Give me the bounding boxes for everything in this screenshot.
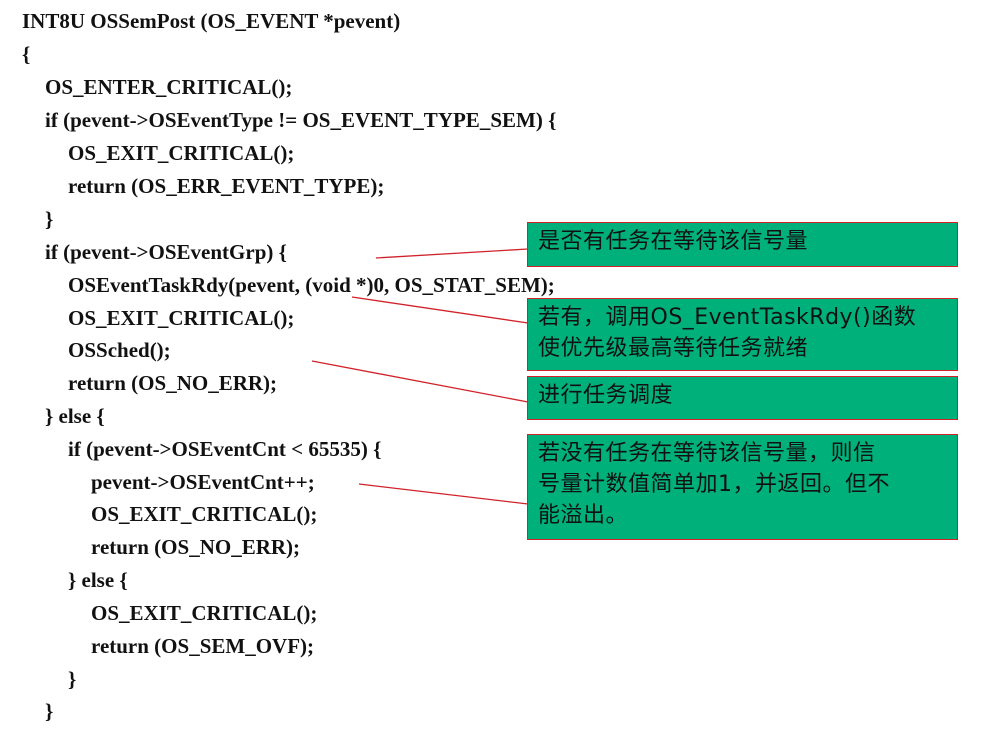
code-line: pevent->OSEventCnt++; — [91, 470, 315, 494]
callout-text-line: 若有，调用OS_EventTaskRdy()函数 — [538, 305, 917, 330]
code-line: OS_EXIT_CRITICAL(); — [91, 502, 318, 526]
code-line: } else { — [68, 568, 128, 592]
callout-increment: 若没有任务在等待该信号量，则信 号量计数值简单加1，并返回。但不 能溢出。 — [527, 434, 958, 540]
code-line: OS_ENTER_CRITICAL(); — [45, 75, 293, 99]
code-line: return (OS_ERR_EVENT_TYPE); — [68, 174, 385, 198]
code-line: OSSched(); — [68, 338, 171, 362]
code-line: } else { — [45, 404, 105, 428]
callout-text: 是否有任务在等待该信号量 — [538, 229, 809, 254]
code-line: } — [68, 667, 77, 691]
code-line: return (OS_SEM_OVF); — [91, 634, 315, 658]
code-line: return (OS_NO_ERR); — [91, 535, 301, 559]
code-line: return (OS_NO_ERR); — [68, 371, 278, 395]
code-line: { — [22, 42, 31, 66]
code-line: } — [45, 699, 54, 723]
callout-check-waiting: 是否有任务在等待该信号量 — [527, 222, 958, 267]
code-line: INT8U OSSemPost (OS_EVENT *pevent) — [22, 9, 401, 33]
code-line: } — [45, 207, 54, 231]
code-line: OSEventTaskRdy(pevent, (void *)0, OS_STA… — [68, 273, 555, 297]
code-line: if (pevent->OSEventType != OS_EVENT_TYPE… — [45, 108, 557, 132]
callout-text-line: 号量计数值简单加1，并返回。但不 — [538, 472, 890, 497]
callout-schedule: 进行任务调度 — [527, 376, 958, 420]
callout-make-ready: 若有，调用OS_EventTaskRdy()函数 使优先级最高等待任务就绪 — [527, 298, 958, 371]
callout-text: 进行任务调度 — [538, 383, 674, 408]
code-line: OS_EXIT_CRITICAL(); — [91, 601, 318, 625]
code-line: if (pevent->OSEventCnt < 65535) { — [68, 437, 382, 461]
callout-text-line: 能溢出。 — [538, 503, 629, 528]
code-line: OS_EXIT_CRITICAL(); — [68, 306, 295, 330]
code-line: OS_EXIT_CRITICAL(); — [68, 141, 295, 165]
code-line: if (pevent->OSEventGrp) { — [45, 240, 287, 264]
callout-text-line: 若没有任务在等待该信号量，则信 — [538, 441, 876, 466]
callout-text-line: 使优先级最高等待任务就绪 — [538, 336, 809, 361]
